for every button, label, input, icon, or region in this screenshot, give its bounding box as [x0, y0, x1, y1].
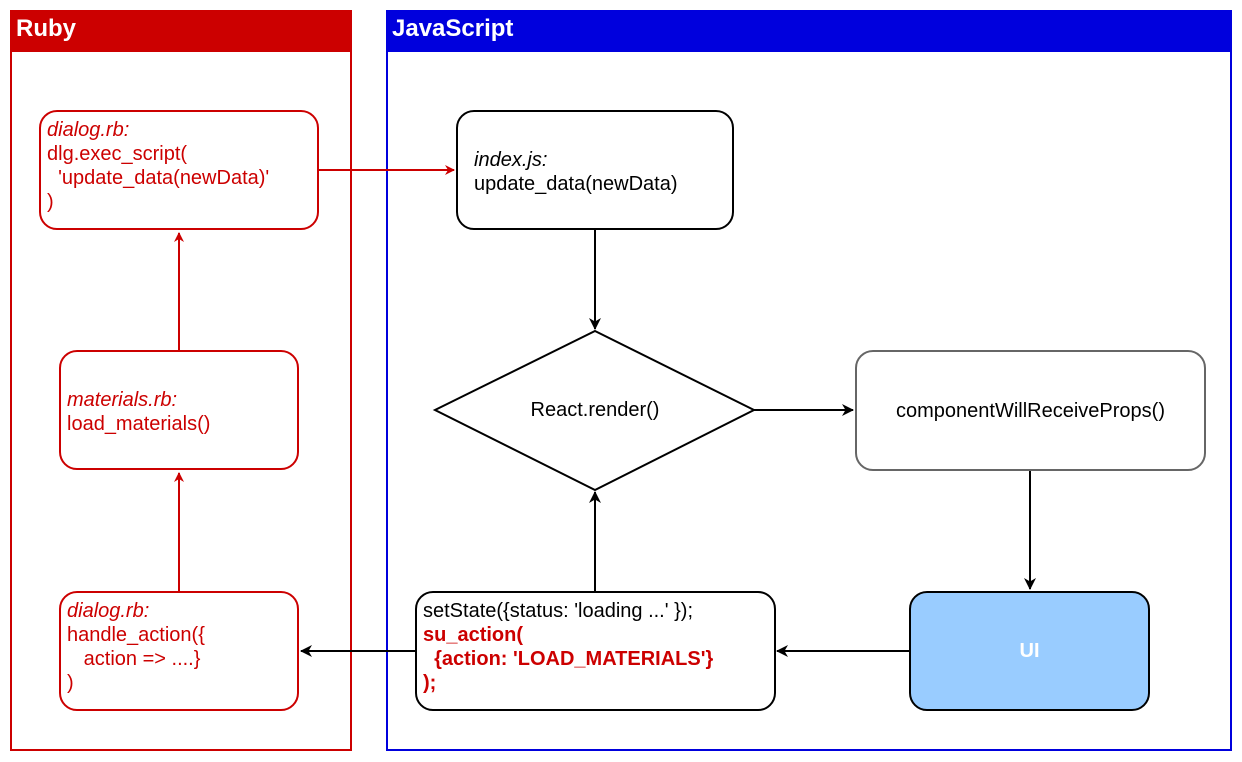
javascript-lane-header: JavaScript — [386, 10, 1232, 52]
dialog-handle-node: dialog.rb: handle_action({ action => ...… — [59, 591, 299, 711]
set-state-line4: ); — [423, 672, 437, 694]
dialog-handle-line2: action => ....} — [67, 648, 201, 670]
dialog-exec-line1: dlg.exec_script( — [47, 143, 188, 165]
ruby-lane-title: Ruby — [16, 15, 76, 42]
ui-node: UI — [909, 591, 1150, 711]
dialog-exec-file: dialog.rb: — [47, 119, 130, 141]
index-js-node: index.js: update_data(newData) — [456, 110, 734, 230]
ruby-lane-header: Ruby — [10, 10, 352, 52]
dialog-handle-file: dialog.rb: — [67, 600, 150, 622]
dialog-exec-line3: ) — [47, 191, 54, 213]
dialog-exec-line2: 'update_data(newData)' — [47, 167, 270, 189]
materials-node: materials.rb: load_materials() — [59, 350, 299, 470]
react-render-diamond — [432, 329, 757, 492]
index-js-file: index.js: — [474, 149, 548, 171]
cwrp-node: componentWillReceiveProps() — [855, 350, 1206, 471]
cwrp-label: componentWillReceiveProps() — [896, 399, 1165, 422]
set-state-node: setState({status: 'loading ...' }); su_a… — [415, 591, 776, 711]
dialog-handle-line3: ) — [67, 672, 74, 694]
react-render-label: React.render() — [530, 399, 660, 421]
index-js-line1: update_data(newData) — [474, 173, 678, 195]
javascript-lane-title: JavaScript — [392, 15, 514, 42]
set-state-line2: su_action( — [423, 624, 524, 646]
set-state-line1: setState({status: 'loading ...' }); — [423, 600, 694, 622]
set-state-line3: {action: 'LOAD_MATERIALS'} — [423, 648, 714, 670]
dialog-exec-node: dialog.rb: dlg.exec_script( 'update_data… — [39, 110, 319, 230]
ui-label: UI — [1019, 640, 1040, 662]
materials-file: materials.rb: — [67, 389, 178, 411]
dialog-handle-line1: handle_action({ — [67, 624, 205, 646]
materials-line1: load_materials() — [67, 413, 211, 435]
